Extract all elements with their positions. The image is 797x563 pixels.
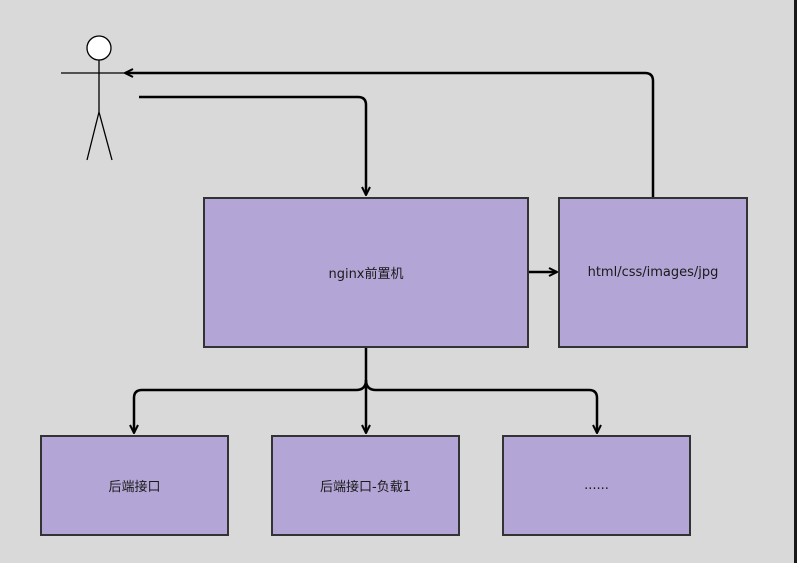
arrow-static-to-user bbox=[125, 73, 655, 197]
more-backends-node: ...... bbox=[502, 435, 691, 536]
backend-api-label: 后端接口 bbox=[108, 480, 161, 495]
arrow-nginx-to-more bbox=[364, 379, 597, 433]
backend-api-lb-node: 后端接口-负载1 bbox=[271, 435, 460, 536]
backend-api-node: 后端接口 bbox=[40, 435, 229, 536]
backend-api-lb-label: 后端接口-负载1 bbox=[320, 480, 411, 495]
user-actor-icon bbox=[61, 35, 137, 161]
connector-nginx-trunk bbox=[134, 348, 368, 433]
static-assets-node: html/css/images/jpg bbox=[558, 197, 748, 348]
static-assets-label: html/css/images/jpg bbox=[587, 265, 719, 280]
arrow-user-to-nginx bbox=[139, 95, 366, 195]
nginx-proxy-node: nginx前置机 bbox=[203, 197, 529, 348]
nginx-proxy-label: nginx前置机 bbox=[328, 267, 404, 282]
window-edge bbox=[794, 0, 797, 563]
more-backends-label: ...... bbox=[584, 478, 609, 493]
